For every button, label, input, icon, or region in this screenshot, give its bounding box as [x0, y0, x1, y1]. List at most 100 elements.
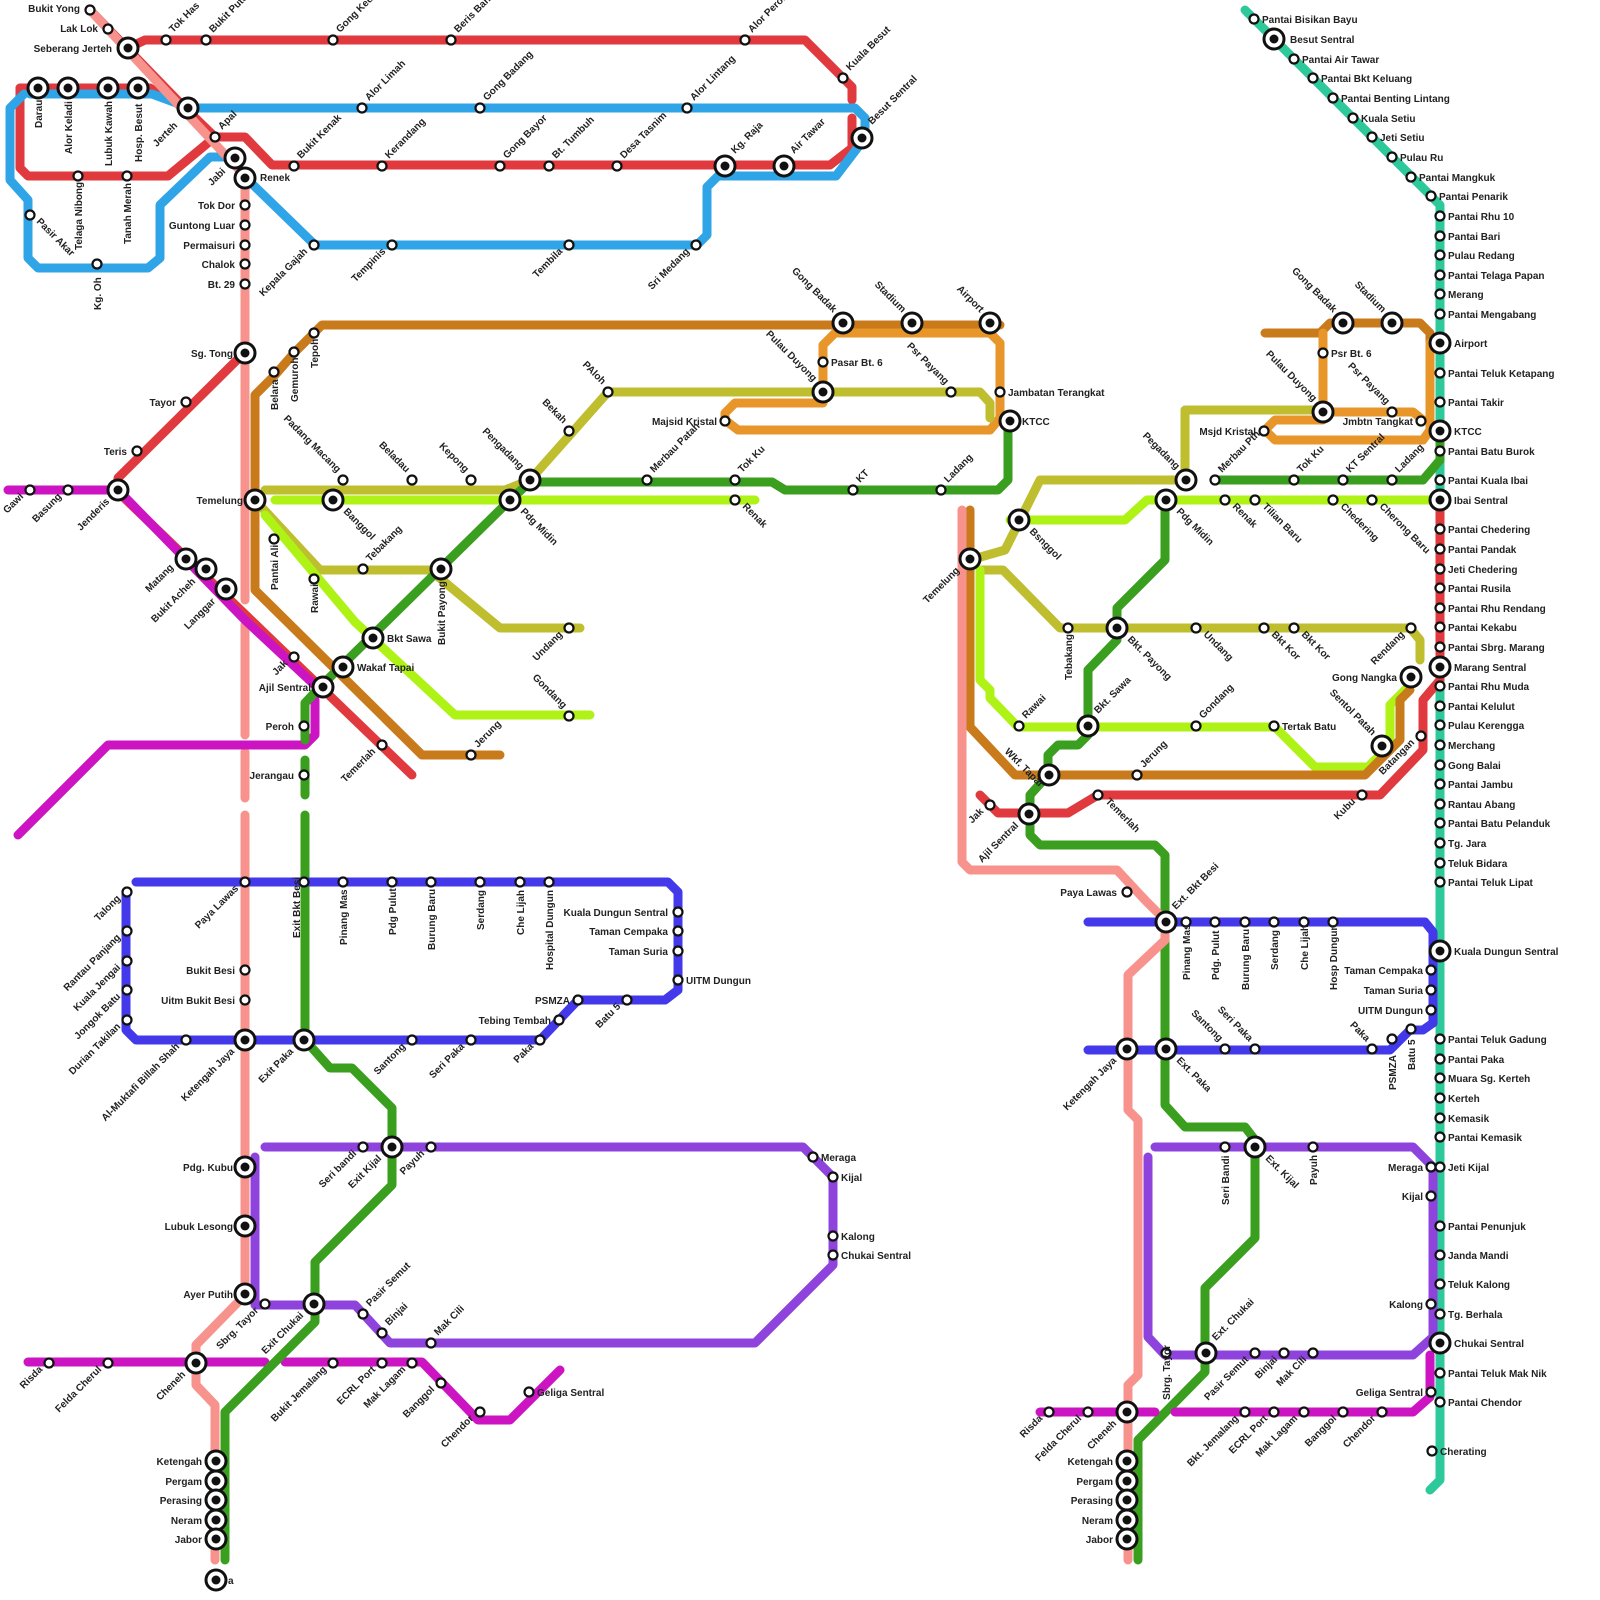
station-marker[interactable] [239, 278, 251, 290]
station-marker[interactable] [425, 876, 437, 888]
station-marker[interactable] [827, 1230, 839, 1242]
station-marker[interactable] [102, 23, 114, 35]
station-marker[interactable] [121, 955, 133, 967]
station-marker[interactable] [641, 474, 653, 486]
station-marker[interactable] [1190, 720, 1202, 732]
station-marker[interactable] [1434, 1161, 1446, 1173]
station-marker[interactable] [1434, 759, 1446, 771]
station-marker[interactable] [621, 994, 633, 1006]
station-marker[interactable] [847, 484, 859, 496]
station-marker[interactable] [425, 1141, 437, 1153]
station-marker[interactable] [356, 102, 368, 114]
station-marker[interactable] [672, 974, 684, 986]
station-marker[interactable] [1268, 916, 1280, 928]
station-marker[interactable] [1366, 131, 1378, 143]
station-marker[interactable] [563, 710, 575, 722]
station-marker[interactable] [1434, 1396, 1446, 1408]
station-marker[interactable] [1434, 1033, 1446, 1045]
station-marker[interactable] [1434, 817, 1446, 829]
station-marker[interactable] [1415, 415, 1427, 427]
station-marker[interactable] [1434, 1249, 1446, 1261]
station-marker[interactable] [672, 906, 684, 918]
station-marker[interactable] [465, 474, 477, 486]
station-marker[interactable] [406, 474, 418, 486]
station-marker[interactable] [259, 1298, 271, 1310]
station-marker[interactable] [1288, 474, 1300, 486]
station-marker[interactable] [239, 258, 251, 270]
station-marker[interactable] [445, 34, 457, 46]
station-marker[interactable] [690, 239, 702, 251]
station-marker[interactable] [1386, 474, 1398, 486]
station-marker[interactable] [1258, 622, 1270, 634]
station-marker[interactable] [239, 964, 251, 976]
station-marker[interactable] [1366, 494, 1378, 506]
station-marker[interactable] [1043, 1406, 1055, 1418]
station-marker[interactable] [1434, 1053, 1446, 1065]
station-marker[interactable] [84, 4, 96, 16]
station-marker[interactable] [435, 1377, 447, 1389]
station-marker[interactable] [672, 945, 684, 957]
station-marker[interactable] [24, 484, 36, 496]
station-marker[interactable] [1434, 857, 1446, 869]
station-marker[interactable] [681, 102, 693, 114]
station-marker[interactable] [1249, 1347, 1261, 1359]
station-marker[interactable] [1434, 249, 1446, 261]
station-marker[interactable] [1434, 739, 1446, 751]
station-marker[interactable] [298, 720, 310, 732]
station-marker[interactable] [837, 72, 849, 84]
station-marker[interactable] [1434, 230, 1446, 242]
station-marker[interactable] [239, 199, 251, 211]
station-marker[interactable] [1425, 1190, 1437, 1202]
station-marker[interactable] [1434, 1278, 1446, 1290]
station-marker[interactable] [1434, 1308, 1446, 1320]
station-marker[interactable] [1209, 916, 1221, 928]
station-marker[interactable] [1434, 1092, 1446, 1104]
station-marker[interactable] [1347, 112, 1359, 124]
station-marker[interactable] [121, 984, 133, 996]
station-marker[interactable] [672, 925, 684, 937]
station-marker[interactable] [180, 396, 192, 408]
station-marker[interactable] [1209, 474, 1221, 486]
station-marker[interactable] [1434, 543, 1446, 555]
station-marker[interactable] [1434, 474, 1446, 486]
station-marker[interactable] [494, 160, 506, 172]
station-marker[interactable] [1248, 13, 1260, 25]
station-marker[interactable] [1121, 886, 1133, 898]
station-marker[interactable] [1180, 916, 1192, 928]
station-marker[interactable] [376, 1357, 388, 1369]
station-marker[interactable] [543, 160, 555, 172]
station-marker[interactable] [1405, 622, 1417, 634]
station-marker[interactable] [376, 160, 388, 172]
station-marker[interactable] [1434, 680, 1446, 692]
station-marker[interactable] [1219, 494, 1231, 506]
station-marker[interactable] [1131, 769, 1143, 781]
station-marker[interactable] [739, 34, 751, 46]
station-marker[interactable] [288, 651, 300, 663]
station-marker[interactable] [1239, 1406, 1251, 1418]
station-marker[interactable] [1366, 1043, 1378, 1055]
station-marker[interactable] [1434, 1131, 1446, 1143]
station-marker[interactable] [298, 769, 310, 781]
station-marker[interactable] [827, 1171, 839, 1183]
station-marker[interactable] [611, 160, 623, 172]
station-marker[interactable] [239, 876, 251, 888]
station-marker[interactable] [1062, 622, 1074, 634]
station-marker[interactable] [474, 102, 486, 114]
station-marker[interactable] [1268, 720, 1280, 732]
station-marker[interactable] [1434, 621, 1446, 633]
station-marker[interactable] [376, 739, 388, 751]
station-marker[interactable] [1434, 778, 1446, 790]
station-marker[interactable] [543, 876, 555, 888]
station-marker[interactable] [945, 386, 957, 398]
station-marker[interactable] [1278, 1347, 1290, 1359]
station-marker[interactable] [1434, 1072, 1446, 1084]
station-marker[interactable] [1239, 916, 1251, 928]
station-marker[interactable] [1219, 1141, 1231, 1153]
station-marker[interactable] [121, 1014, 133, 1026]
station-marker[interactable] [43, 1357, 55, 1369]
station-marker[interactable] [1298, 916, 1310, 928]
station-marker[interactable] [1356, 789, 1368, 801]
station-marker[interactable] [1288, 53, 1300, 65]
station-marker[interactable] [1434, 367, 1446, 379]
station-marker[interactable] [1386, 1033, 1398, 1045]
